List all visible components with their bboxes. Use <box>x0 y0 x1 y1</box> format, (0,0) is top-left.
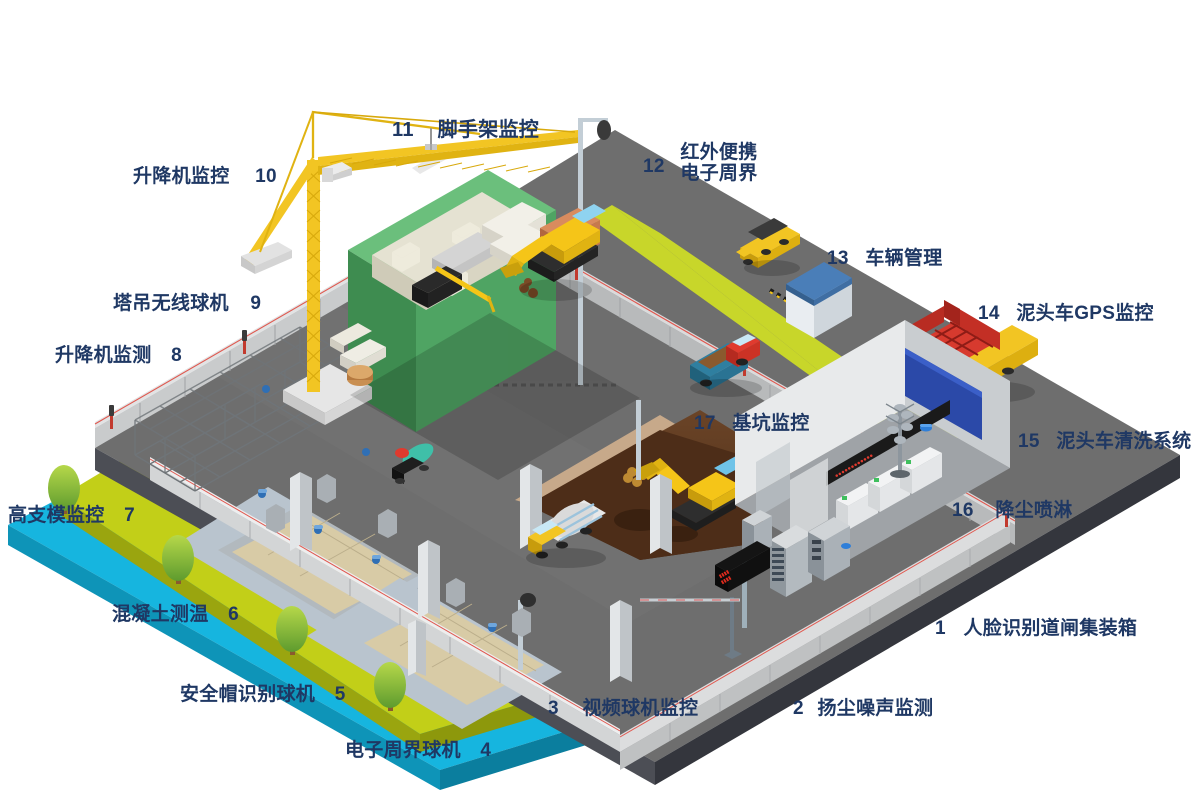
label-8: 升降机监测 8 <box>55 345 182 366</box>
label-14: 14 泥头车GPS监控 <box>978 303 1154 324</box>
label-8-text: 升降机监测 <box>55 345 152 366</box>
guard-house-gate: ●●●●●●●●●●●● <box>735 320 1010 565</box>
label-11: 11 脚手架监控 <box>392 119 539 141</box>
label-13: 13 车辆管理 <box>827 248 943 269</box>
label-6: 混凝土测温 6 <box>112 604 239 625</box>
server-rack <box>770 525 812 597</box>
roof-machine <box>412 265 496 313</box>
label-11-text: 脚手架监控 <box>437 119 540 141</box>
label-12-text-line2: 电子周界 <box>680 163 758 185</box>
label-17: 17 基坑监控 <box>694 413 810 434</box>
label-1: 1 人脸识别道闸集装箱 <box>935 618 1137 639</box>
label-6-text: 混凝土测温 <box>112 604 209 625</box>
control-cabinet <box>808 517 850 581</box>
label-16: 16 降尘喷淋 <box>952 500 1073 521</box>
label-12-number: 12 <box>643 156 665 177</box>
label-13-number: 13 <box>827 248 849 269</box>
label-4: 电子周界球机 4 <box>345 740 491 761</box>
svg-text:▮▮▮▮: ▮▮▮▮ <box>718 569 731 580</box>
label-5-number: 5 <box>334 684 346 705</box>
label-4-text: 电子周界球机 <box>345 740 461 761</box>
pickup-truck <box>690 334 762 397</box>
excavator-in-pit <box>634 456 748 531</box>
label-8-number: 8 <box>171 345 182 366</box>
label-12: 12 红外便携 电子周界 <box>643 142 758 185</box>
label-17-text: 基坑监控 <box>732 413 810 434</box>
label-9-number: 9 <box>250 293 262 314</box>
perimeter-wall-se <box>619 508 1011 770</box>
spray-nozzles <box>841 424 932 549</box>
excavator-upper <box>500 204 606 298</box>
label-10-text: 升降机监控 <box>133 166 230 187</box>
concrete-columns <box>266 464 672 682</box>
label-9: 塔吊无线球机 9 <box>113 293 261 314</box>
label-2-number: 2 <box>793 698 804 719</box>
svg-text:▮▮▮▮: ▮▮▮▮ <box>720 575 733 586</box>
label-17-number: 17 <box>694 413 716 434</box>
label-16-number: 16 <box>952 500 974 521</box>
label-10-number: 10 <box>255 166 277 187</box>
label-12-text-line1: 红外便携 <box>680 142 758 163</box>
label-9-text: 塔吊无线球机 <box>113 293 229 314</box>
label-13-text: 车辆管理 <box>865 248 943 269</box>
vehicle-management-booth <box>786 262 852 338</box>
label-15-number: 15 <box>1018 431 1040 452</box>
label-3-number: 3 <box>548 698 559 719</box>
label-5: 安全帽识别球机 5 <box>180 684 346 705</box>
label-2-text: 扬尘噪声监测 <box>817 698 934 719</box>
label-2: 2 扬尘噪声监测 <box>793 698 933 719</box>
label-6-number: 6 <box>228 604 239 625</box>
label-15: 15 泥头车清洗系统 <box>1018 431 1191 452</box>
label-4-number: 4 <box>480 740 492 761</box>
label-7: 高支模监控 7 <box>8 505 135 526</box>
concrete-mixer-truck <box>526 500 606 568</box>
label-5-text: 安全帽识别球机 <box>180 684 316 705</box>
ground-shadows <box>350 279 640 480</box>
label-7-number: 7 <box>124 505 135 526</box>
cable-drum <box>347 365 373 386</box>
label-1-number: 1 <box>935 618 946 639</box>
label-3: 3 视频球机监控 <box>548 698 698 719</box>
label-14-number: 14 <box>978 303 1000 324</box>
roadside-trees <box>48 465 406 711</box>
label-1-text: 人脸识别道闸集装箱 <box>963 618 1138 639</box>
generator-unit <box>392 443 434 484</box>
label-16-text: 降尘喷淋 <box>995 500 1073 521</box>
label-3-text: 视频球机监控 <box>582 698 699 719</box>
label-14-text: 泥头车GPS监控 <box>1016 303 1154 324</box>
label-7-text: 高支模监控 <box>8 505 105 526</box>
dust-suppression-tower <box>885 403 915 478</box>
label-15-text: 泥头车清洗系统 <box>1056 431 1192 452</box>
label-11-number: 11 <box>392 119 414 141</box>
label-10: 升降机监控 10 <box>133 166 277 187</box>
dump-truck-upper <box>736 218 800 276</box>
tower-crane <box>241 110 578 425</box>
dust-noise-monitor: ▮▮▮▮ ▮▮▮▮ <box>715 541 770 659</box>
ptz-dome-cameras <box>258 385 497 632</box>
steel-scaffolding <box>134 326 361 492</box>
